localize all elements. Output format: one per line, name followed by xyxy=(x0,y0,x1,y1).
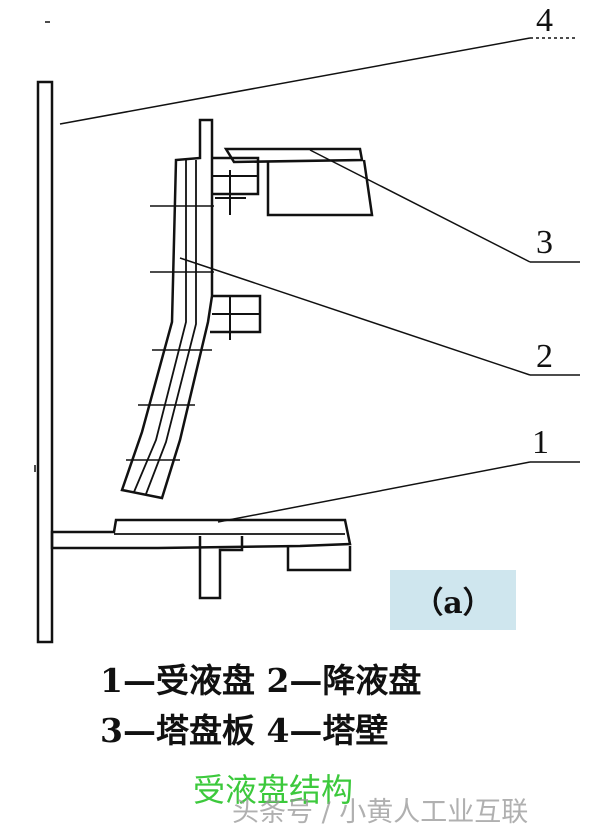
subfigure-label: （a） xyxy=(413,586,493,621)
leader-2 xyxy=(179,257,531,376)
pan-support-left xyxy=(198,536,244,600)
receiving-pan xyxy=(50,518,352,550)
leader-4 xyxy=(59,37,531,125)
legend-line-2: 3—塔盘板 4—塔壁 xyxy=(100,711,389,750)
tray-plate xyxy=(223,147,364,164)
leader-3 xyxy=(309,149,531,263)
callout-2: 2 xyxy=(536,338,553,375)
downcomer-inner-2 xyxy=(145,160,197,495)
pan-support-right xyxy=(286,546,352,572)
watermark: 头条号 / 小黄人工业互联 xyxy=(232,797,529,828)
downcomer-outer xyxy=(120,118,214,500)
callout-1: 1 xyxy=(532,424,549,461)
legend-line-1: 1—受液盘 2—降液盘 xyxy=(100,661,422,700)
callout-4: 4 xyxy=(536,2,553,39)
tower-wall xyxy=(36,80,54,644)
leader-1 xyxy=(217,461,531,523)
tray-plate-support xyxy=(266,159,374,217)
subfigure-badge: （a） xyxy=(390,570,516,630)
callout-3: 3 xyxy=(536,224,553,261)
downcomer-inner-1 xyxy=(133,160,187,493)
figure-caption: 受液盘结构 xyxy=(193,771,354,809)
